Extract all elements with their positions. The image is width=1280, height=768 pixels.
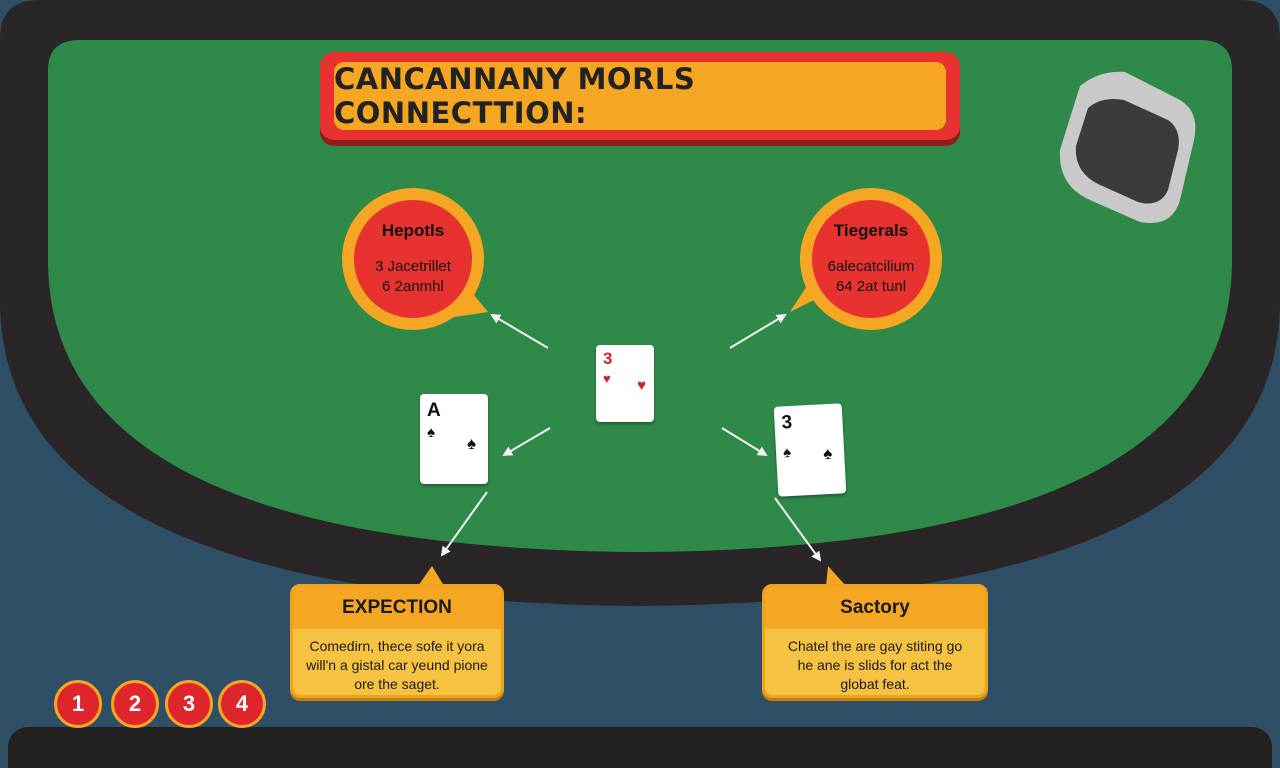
bubble-line: 3 Jacetrillet [375,258,451,275]
table-felt [48,40,1232,552]
playing-card-center[interactable]: 3 ♥ ♥ [596,345,654,422]
arrow-to-left-panel [440,491,488,557]
title-banner: CANCANNANY MORLS CONNECTTION: [320,52,960,140]
card-rank: A [427,400,441,421]
panel-line: he ane is slids for act the [797,657,953,673]
arrow-to-right-bubble [729,313,787,349]
step-chip-4[interactable]: 4 [218,680,266,728]
step-chip-3[interactable]: 3 [165,680,213,728]
arrow-to-right-panel [774,497,822,562]
panel-line: will'n a gistal car yeund pione [306,657,488,673]
bubble-line: 6 2anmhl [382,278,444,295]
bubble-line: 64 2at tunl [835,278,907,295]
spade-icon: ♠ [822,443,833,464]
stat-bubble-left: Hepotls 3 Jacetrillet 6 2anmhl [342,188,484,330]
card-shoe-icon [1059,71,1196,224]
bubble-heading: Hepotls [381,221,445,240]
card-rank: 3 [603,349,613,368]
spade-icon: ♠ [466,434,476,453]
panel-line: ore the saget. [354,676,440,692]
arrow-to-left-bubble [490,313,549,349]
step-chip-1[interactable]: 1 [54,680,102,728]
arrow-to-left-card [502,427,551,457]
heart-icon: ♥ [637,377,646,394]
page-title: CANCANNANY MORLS CONNECTTION: [334,62,946,130]
card-rank: 3 [780,411,793,434]
panel-heading: Sactory [765,587,985,629]
left-panel-tail [418,566,444,586]
panel-line: globat feat. [840,676,910,692]
playing-card-left[interactable]: A ♠ ♠ [420,394,488,484]
bubble-heading: Tiegerals [833,221,909,240]
info-panel-right: Sactory Chatel the are gay stiting go he… [762,584,988,698]
panel-heading: EXPECTION [293,587,501,629]
panel-line: Comedirn, thece sofe it yora [309,638,485,654]
bubble-line: 6alecatcilium [827,258,915,275]
arrow-to-right-card [721,427,768,457]
stat-bubble-right: Tiegerals 6alecatcilium 64 2at tunl [800,188,942,330]
right-panel-tail [826,566,846,586]
bottom-rail [8,727,1272,768]
step-chip-2[interactable]: 2 [111,680,159,728]
playing-card-right[interactable]: 3 ♠ ♠ [773,403,847,497]
heart-icon: ♥ [603,371,611,386]
spade-icon: ♠ [782,444,792,462]
panel-line: Chatel the are gay stiting go [787,638,963,654]
connector-arrows [440,313,822,562]
info-panel-left: EXPECTION Comedirn, thece sofe it yora w… [290,584,504,698]
spade-icon: ♠ [427,424,435,441]
